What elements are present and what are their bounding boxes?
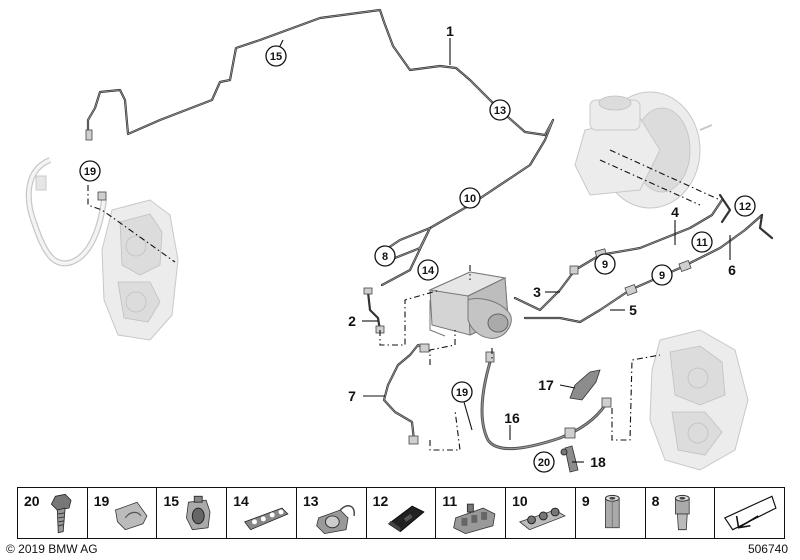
callout-19-left: 19 <box>79 160 101 182</box>
right-caliper-ghost <box>649 329 749 471</box>
legend-cell-symbol[interactable] <box>715 488 784 538</box>
pipe-clamp-icon <box>316 505 355 535</box>
hydraulic-unit <box>428 271 512 339</box>
callout-9-lower: 9 <box>651 264 673 286</box>
svg-text:9: 9 <box>659 270 665 282</box>
arrow-symbol-icon <box>724 495 777 531</box>
bracket-clip-icon <box>114 501 148 531</box>
hex-union-nut-icon <box>604 494 620 529</box>
copyright-text: © 2019 BMW AG <box>6 542 98 556</box>
svg-text:19: 19 <box>456 387 468 399</box>
legend-number: 19 <box>93 493 110 509</box>
legend-cell-20[interactable]: 20 <box>18 488 88 538</box>
callout-9-upper: 9 <box>594 253 616 275</box>
legend-number: 20 <box>24 493 40 509</box>
legend-number: 11 <box>442 493 458 509</box>
callout-18: 18 <box>590 454 606 470</box>
legend-number: 15 <box>163 493 180 509</box>
callout-6: 6 <box>728 262 736 278</box>
multi-pipe-holder-icon <box>244 507 289 531</box>
left-brake-hose-ghost <box>25 157 107 267</box>
svg-text:9: 9 <box>602 259 608 271</box>
legend-number: 12 <box>372 493 389 509</box>
svg-text:19: 19 <box>84 166 96 178</box>
legend-number: 10 <box>512 493 528 509</box>
callout-12: 12 <box>734 195 756 217</box>
callout-7: 7 <box>348 388 356 404</box>
callout-14: 14 <box>417 259 439 281</box>
svg-text:8: 8 <box>382 251 388 263</box>
bracket-17 <box>569 369 601 401</box>
bolt-icon <box>50 493 72 534</box>
legend-cell-14[interactable]: 14 <box>227 488 297 538</box>
leader-lines <box>274 38 731 463</box>
pipe-clip-icon <box>186 495 211 531</box>
legend-cell-9[interactable]: 9 <box>576 488 646 538</box>
callout-10: 10 <box>459 187 481 209</box>
rubber-grommet-icon <box>387 505 425 533</box>
svg-text:10: 10 <box>464 193 476 205</box>
pipe-holder-icon <box>453 503 496 535</box>
svg-text:12: 12 <box>739 201 751 213</box>
callout-19-center: 19 <box>451 381 473 403</box>
legend-number: 14 <box>233 493 249 509</box>
assembly-dash-lines <box>87 149 721 451</box>
diagram-number: 506740 <box>747 542 788 556</box>
svg-text:11: 11 <box>696 237 708 249</box>
legend-cell-13[interactable]: 13 <box>297 488 367 538</box>
legend-cell-15[interactable]: 15 <box>157 488 228 538</box>
legend-number: 9 <box>581 493 590 509</box>
callout-15: 15 <box>265 45 287 67</box>
brake-pipe-5 <box>523 213 764 324</box>
legend-cell-10[interactable]: 10 <box>506 488 576 538</box>
legend-cell-8[interactable]: 8 <box>646 488 716 538</box>
callout-3: 3 <box>533 284 541 300</box>
callout-20: 20 <box>533 451 555 473</box>
legend-number: 8 <box>651 493 660 509</box>
svg-text:20: 20 <box>538 457 550 469</box>
callout-11: 11 <box>691 231 713 253</box>
triple-clip-icon <box>519 507 566 531</box>
parts-legend: 20 19 15 14 13 <box>17 487 785 539</box>
callout-8: 8 <box>374 245 396 267</box>
flare-nut-icon <box>674 494 690 531</box>
legend-cell-19[interactable]: 19 <box>88 488 158 538</box>
callout-1: 1 <box>446 23 454 39</box>
svg-text:15: 15 <box>270 51 282 63</box>
callout-16: 16 <box>504 410 520 426</box>
legend-cell-12[interactable]: 12 <box>367 488 437 538</box>
legend-cell-11[interactable]: 11 <box>436 488 507 538</box>
callout-17: 17 <box>538 377 554 393</box>
brake-pipe-3 <box>513 198 724 312</box>
brake-booster-ghost <box>574 91 713 209</box>
left-caliper-ghost <box>101 199 179 341</box>
brake-pipe-2 <box>366 290 382 332</box>
callout-13: 13 <box>489 99 511 121</box>
svg-text:14: 14 <box>422 265 435 277</box>
callout-4: 4 <box>671 204 679 220</box>
legend-number: 13 <box>302 493 319 509</box>
brake-pipe-1 <box>86 8 555 230</box>
callout-2: 2 <box>348 313 356 329</box>
svg-text:13: 13 <box>494 105 506 117</box>
callout-5: 5 <box>629 302 637 318</box>
